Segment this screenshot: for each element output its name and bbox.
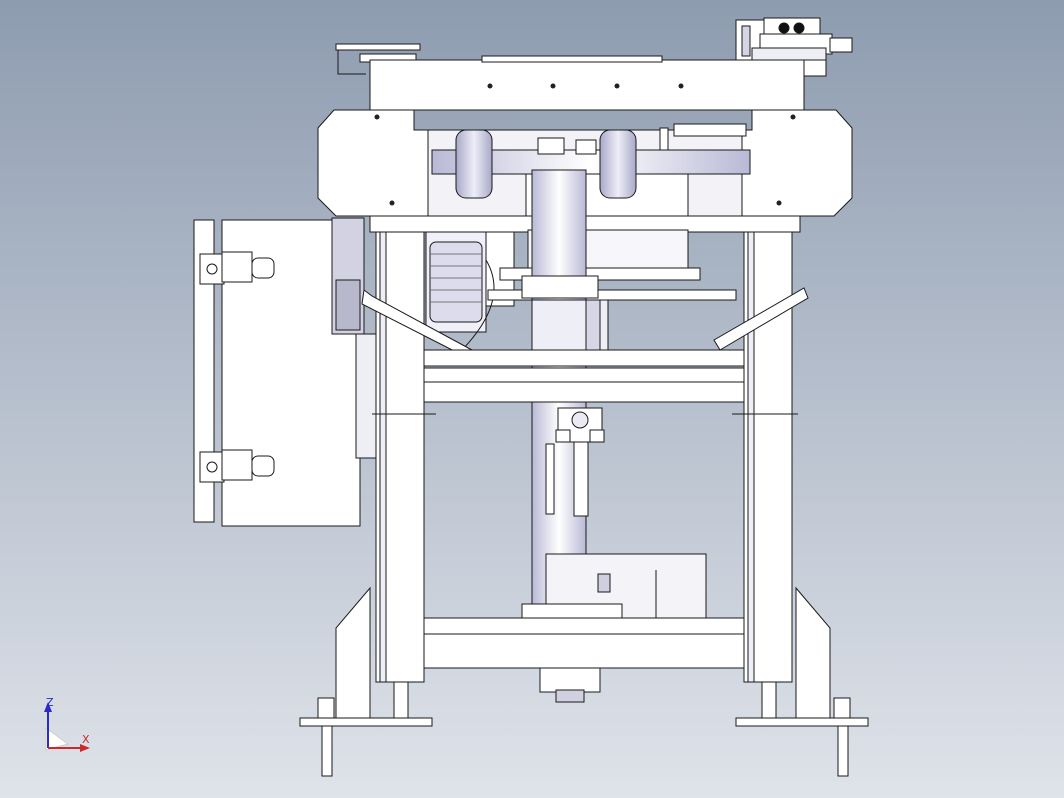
mid-rail [423,349,745,367]
z-axis-label: Z [46,696,54,709]
axis-triad-graphic [44,702,90,752]
right-side-plate [741,109,853,217]
left-leveling-foot [317,681,409,777]
right-base-plate [735,717,869,727]
bottom-hinge [199,449,275,483]
top-hinge [199,251,275,285]
axis-triad: Z X [40,696,100,756]
lower-crossbar [423,617,745,635]
top-plate [369,59,805,111]
x-axis-label: X [82,733,90,746]
machine-assembly [193,17,869,777]
valve-assembly [545,407,605,517]
left-side-plate [317,109,429,217]
left-roller [455,129,493,199]
left-base-plate [299,717,433,727]
control-box-door [193,219,215,523]
right-roller [599,129,637,199]
right-leveling-foot [761,681,851,777]
